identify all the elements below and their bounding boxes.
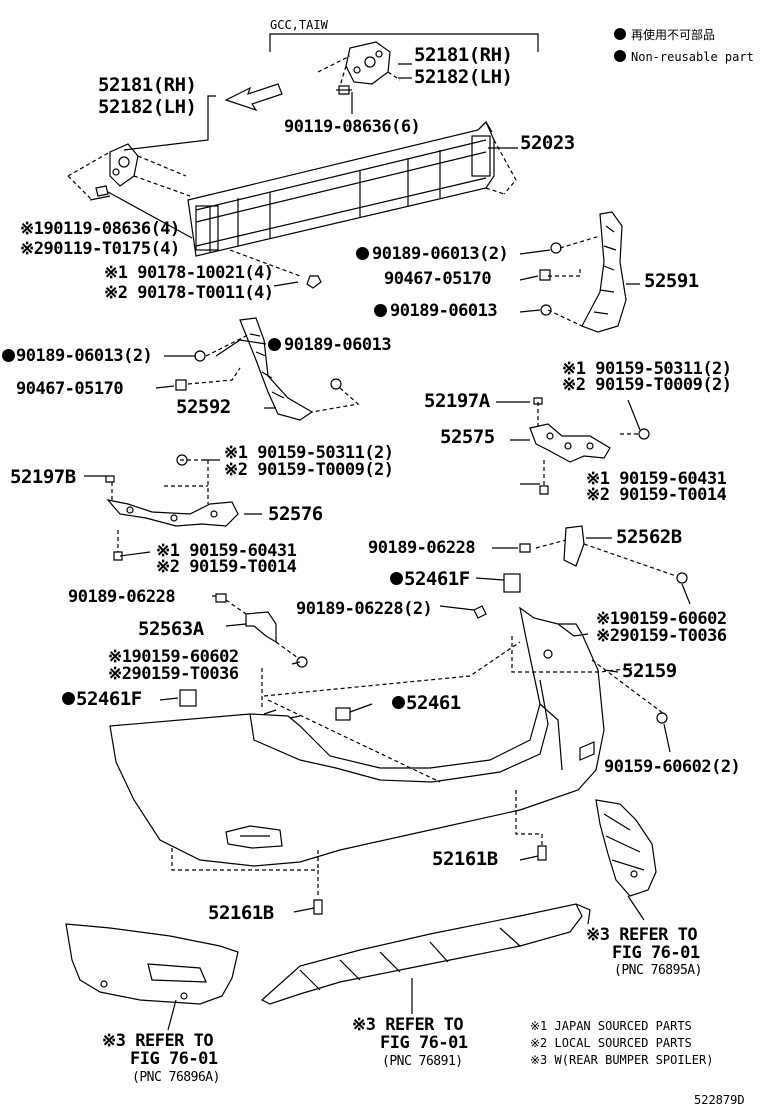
- part-label-90159-60602-r[interactable]: ※190159-60602: [596, 609, 727, 629]
- part-label-52576[interactable]: 52576: [268, 503, 323, 525]
- part-label-52197b[interactable]: 52197B: [10, 466, 76, 488]
- part-label-90159-60431-l[interactable]: ※1 90159-60431: [156, 541, 297, 561]
- part-label-52161b-low[interactable]: 52161B: [208, 902, 274, 924]
- bracket-52563a: [245, 611, 277, 644]
- part-label-90189-06013-2-r[interactable]: 90189-06013(2): [372, 244, 509, 264]
- refer-middle-pnc: (PNC 76891): [382, 1054, 463, 1069]
- bracket-52562b: [563, 525, 585, 567]
- refer-left-pnc: (PNC 76896A): [132, 1070, 220, 1085]
- pad-52461f-left: [179, 689, 197, 707]
- non-reusable-dot: [392, 696, 405, 709]
- pad-52461f-top: [503, 573, 521, 593]
- part-label-52023[interactable]: 52023: [520, 132, 575, 154]
- part-label-90159-t0009-2-r[interactable]: ※2 90159-T0009(2): [562, 375, 732, 395]
- part-label-90467-05170-r[interactable]: 90467-05170: [384, 269, 492, 289]
- part-label-52181-rh-left[interactable]: 52181(RH): [98, 74, 197, 96]
- reinforcement-52023: [187, 120, 495, 257]
- part-label-52575[interactable]: 52575: [440, 426, 495, 448]
- note-local-sourced: ※2 LOCAL SOURCED PARTS: [530, 1036, 692, 1050]
- non-reusable-dot: [62, 692, 75, 705]
- figure-code: 522879D: [694, 1093, 745, 1107]
- part-label-90159-t0009-2-l[interactable]: ※2 90159-T0009(2): [224, 460, 394, 480]
- legend-jp: 再使用不可部品: [614, 26, 715, 44]
- bracket-52181-left: [109, 143, 139, 187]
- part-label-90189-06013-r[interactable]: 90189-06013: [390, 301, 498, 321]
- part-label-52161b-mid[interactable]: 52161B: [432, 848, 498, 870]
- part-label-52182-lh-left[interactable]: 52182(LH): [98, 96, 197, 118]
- gcc-label: GCC,TAIW: [270, 18, 328, 32]
- spoiler-right: [595, 799, 657, 897]
- non-reusable-dot: [390, 572, 403, 585]
- bracket-52592: [239, 317, 314, 421]
- retainer-52575: [529, 423, 611, 463]
- part-label-52461f-top[interactable]: 52461F: [404, 568, 470, 590]
- part-label-52461[interactable]: 52461: [406, 692, 461, 714]
- refer-middle-fig[interactable]: FIG 76-01: [380, 1033, 468, 1053]
- part-label-52591[interactable]: 52591: [644, 270, 699, 292]
- refer-right-pnc: (PNC 76895A): [614, 963, 702, 978]
- bracket-52181-top: [336, 41, 391, 95]
- bracket-52591: [581, 211, 627, 333]
- refer-left-fig[interactable]: FIG 76-01: [130, 1049, 218, 1069]
- spoiler-left: [65, 923, 239, 1005]
- bullet-icon: [614, 50, 626, 62]
- part-label-52592[interactable]: 52592: [176, 396, 231, 418]
- non-reusable-dot: [268, 338, 281, 351]
- part-label-90189-06228-l[interactable]: 90189-06228: [68, 587, 176, 607]
- direction-arrow: [224, 83, 283, 112]
- pad-52461: [335, 707, 351, 721]
- legend-en: Non-reusable part: [614, 48, 754, 66]
- part-label-52197a[interactable]: 52197A: [424, 390, 490, 412]
- part-label-90159-t0036-l[interactable]: ※290159-T0036: [108, 664, 239, 684]
- part-label-90119-08636-4[interactable]: ※190119-08636(4): [20, 219, 180, 239]
- non-reusable-dot: [374, 304, 387, 317]
- part-label-90159-60602-2[interactable]: 90159-60602(2): [604, 757, 741, 777]
- part-label-52461f-left[interactable]: 52461F: [76, 688, 142, 710]
- part-label-90159-50311-2-l[interactable]: ※1 90159-50311(2): [224, 443, 394, 463]
- part-label-90467-05170-l[interactable]: 90467-05170: [16, 379, 124, 399]
- part-label-90119-t0175-4[interactable]: ※290119-T0175(4): [20, 239, 180, 259]
- part-label-52181-rh-top[interactable]: 52181(RH): [414, 44, 513, 66]
- bumper-cover-52159: [109, 606, 605, 867]
- refer-right-fig[interactable]: FIG 76-01: [612, 943, 700, 963]
- non-reusable-dot: [356, 247, 369, 260]
- part-label-90159-60602-l[interactable]: ※190159-60602: [108, 647, 239, 667]
- note-japan-sourced: ※1 JAPAN SOURCED PARTS: [530, 1019, 692, 1033]
- note-rear-bumper-spoiler: ※3 W(REAR BUMPER SPOILER): [530, 1053, 714, 1067]
- part-label-90178-10021-4[interactable]: ※1 90178-10021(4): [104, 263, 274, 283]
- part-label-90159-t0014-l[interactable]: ※2 90159-T0014: [156, 557, 297, 577]
- part-label-90189-06013-l[interactable]: 90189-06013: [284, 335, 392, 355]
- refer-right[interactable]: ※3 REFER TO: [586, 925, 698, 945]
- part-label-90119-08636-6[interactable]: 90119-08636(6): [284, 117, 421, 137]
- part-label-90159-50311-2-r[interactable]: ※1 90159-50311(2): [562, 359, 732, 379]
- spoiler-middle: [260, 903, 591, 1005]
- part-label-90159-60431-r[interactable]: ※1 90159-60431: [586, 469, 727, 489]
- bullet-icon: [614, 28, 626, 40]
- retainer-52576: [106, 499, 239, 527]
- refer-left[interactable]: ※3 REFER TO: [102, 1031, 214, 1051]
- part-label-52159[interactable]: 52159: [622, 660, 677, 682]
- part-label-90189-06013-2-l[interactable]: 90189-06013(2): [16, 346, 153, 366]
- non-reusable-dot: [2, 349, 15, 362]
- refer-middle[interactable]: ※3 REFER TO: [352, 1015, 464, 1035]
- part-label-52182-lh-top[interactable]: 52182(LH): [414, 66, 513, 88]
- part-label-90159-t0036-r[interactable]: ※290159-T0036: [596, 626, 727, 646]
- part-label-90178-t0011-4[interactable]: ※2 90178-T0011(4): [104, 283, 274, 303]
- part-label-90189-06228-r[interactable]: 90189-06228: [368, 538, 476, 558]
- gcc-bracket: [269, 33, 539, 52]
- part-label-52562b[interactable]: 52562B: [616, 526, 682, 548]
- part-label-90189-06228-2[interactable]: 90189-06228(2): [296, 599, 433, 619]
- part-label-90159-t0014-r[interactable]: ※2 90159-T0014: [586, 485, 727, 505]
- part-label-52563a[interactable]: 52563A: [138, 618, 204, 640]
